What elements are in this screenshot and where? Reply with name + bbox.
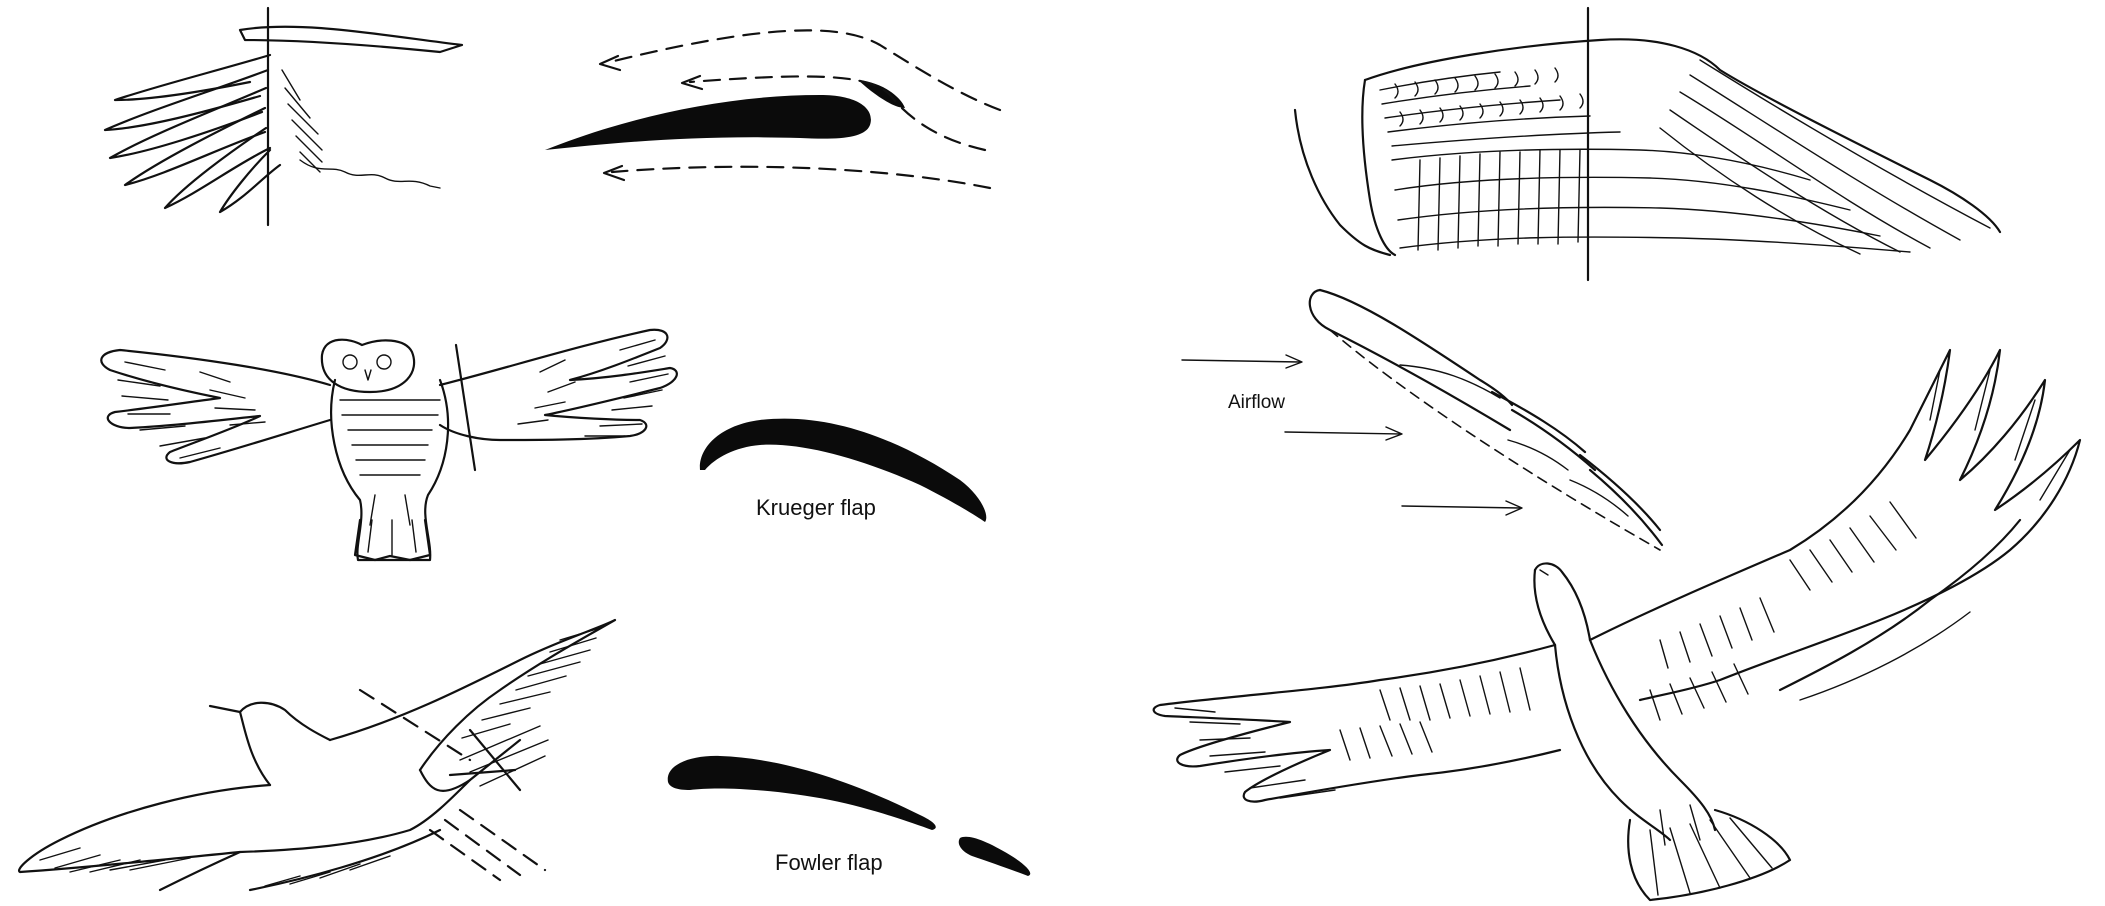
airfoil-with-leading-slat-icon [545,30,1000,188]
feathered-wing-icon [1295,8,2000,280]
airflow-label: Airflow [1228,392,1285,413]
wing-with-slotted-feathers-icon [105,8,462,225]
wing-section-with-alula-icon [1182,290,1662,550]
krueger-flap-label: Krueger flap [756,495,876,520]
fowler-flap-label: Fowler flap [775,850,883,875]
owl-in-flight-icon [101,330,677,560]
gull-in-flight-icon [19,620,615,890]
